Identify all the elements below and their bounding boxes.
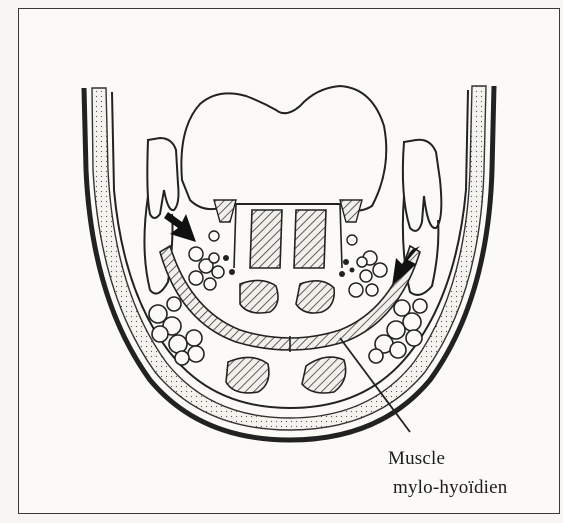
genioglossus-left [250,210,282,268]
sublingual-gland-right [349,251,387,297]
geniohyoid-right [296,281,334,313]
left-molar [147,138,178,218]
genioglossus-right [294,210,326,268]
right-molar [403,140,441,231]
sublingual-gland-left [189,247,224,290]
tongue [181,86,386,211]
annotation-line-1: Muscle [388,448,445,470]
geniohyoid-left [240,280,278,313]
annotation-line-2: mylo-hyoïdien [393,477,507,499]
arrow-left [164,212,196,242]
digastric-right [302,357,346,393]
digastric-left [226,357,269,392]
